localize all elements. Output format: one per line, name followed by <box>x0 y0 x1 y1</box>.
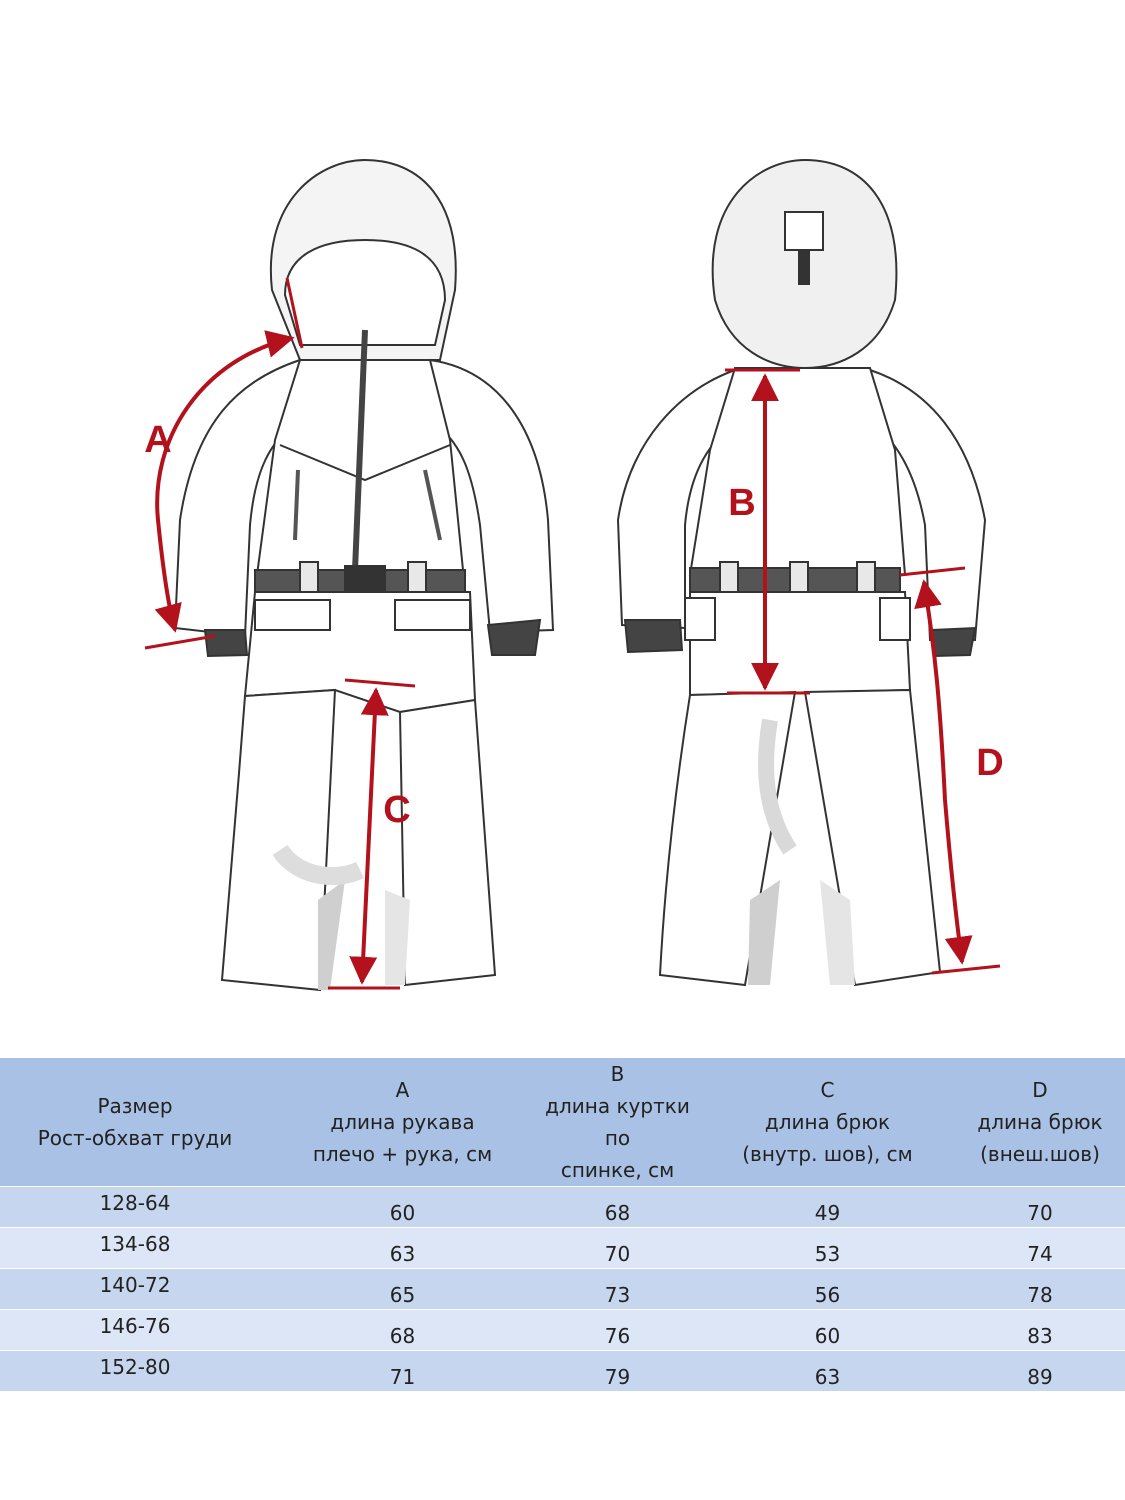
header-d-line1: длина брюк <box>977 1110 1103 1134</box>
cell-a: 71 <box>270 1350 535 1391</box>
table-row: 140-72 65 73 56 78 <box>0 1268 1125 1310</box>
header-c-letter: C <box>820 1078 835 1102</box>
table-row: 152-80 71 79 63 89 <box>0 1350 1125 1391</box>
header-a: A длина рукава плечо + рука, см <box>270 1058 535 1187</box>
header-a-line2: плечо + рука, см <box>312 1142 493 1166</box>
measurement-b <box>725 368 810 695</box>
cell-d: 70 <box>955 1186 1125 1228</box>
cell-b: 73 <box>535 1268 700 1310</box>
cell-size: 140-72 <box>0 1268 270 1310</box>
cell-c: 60 <box>700 1309 955 1351</box>
measurement-c <box>328 678 416 990</box>
cell-d: 83 <box>955 1309 1125 1351</box>
table-row: 134-68 63 70 53 74 <box>0 1227 1125 1269</box>
back-view <box>616 158 987 987</box>
header-size-title: Размер <box>97 1094 173 1118</box>
cell-size: 152-80 <box>0 1350 270 1391</box>
header-c-line2: (внутр. шов), см <box>742 1142 913 1166</box>
header-c: C длина брюк (внутр. шов), см <box>700 1058 955 1187</box>
cell-c: 56 <box>700 1268 955 1310</box>
header-a-letter: A <box>395 1078 410 1102</box>
label-b: B <box>728 482 755 524</box>
cell-c: 49 <box>700 1186 955 1228</box>
header-b-letter: B <box>610 1062 625 1086</box>
cell-c: 63 <box>700 1350 955 1391</box>
measurement-a <box>144 277 304 650</box>
header-size-subtitle: Рост-обхват груди <box>37 1126 233 1150</box>
front-view <box>173 158 555 992</box>
header-b: B длина куртки по спинке, см <box>535 1058 700 1187</box>
cell-d: 89 <box>955 1350 1125 1391</box>
label-c: C <box>383 789 410 831</box>
cell-b: 76 <box>535 1309 700 1351</box>
header-c-line1: длина брюк <box>764 1110 891 1134</box>
measurement-d <box>899 566 1001 975</box>
table-row: 128-64 60 68 49 70 <box>0 1186 1125 1228</box>
cell-a: 65 <box>270 1268 535 1310</box>
cell-a: 63 <box>270 1227 535 1269</box>
label-d: D <box>976 742 1003 784</box>
cell-a: 68 <box>270 1309 535 1351</box>
cell-d: 74 <box>955 1227 1125 1269</box>
cell-b: 79 <box>535 1350 700 1391</box>
header-b-line2: спинке, см <box>560 1158 675 1182</box>
cell-size: 128-64 <box>0 1186 270 1228</box>
label-a: A <box>144 419 171 461</box>
table-header-row: Размер Рост-обхват груди A длина рукава … <box>0 1058 1125 1187</box>
cell-size: 146-76 <box>0 1309 270 1351</box>
cell-c: 53 <box>700 1227 955 1269</box>
cell-b: 70 <box>535 1227 700 1269</box>
header-b-line1: длина куртки по <box>545 1094 690 1150</box>
cell-a: 60 <box>270 1186 535 1228</box>
header-d-line2: (внеш.шов) <box>980 1142 1100 1166</box>
header-d: D длина брюк (внеш.шов) <box>955 1058 1125 1187</box>
garment-diagram: A B C D <box>144 158 1004 992</box>
cell-b: 68 <box>535 1186 700 1228</box>
header-a-line1: длина рукава <box>330 1110 475 1134</box>
header-d-letter: D <box>1032 1078 1048 1102</box>
cell-size: 134-68 <box>0 1227 270 1269</box>
header-size: Размер Рост-обхват груди <box>0 1058 270 1187</box>
size-table: Размер Рост-обхват груди A длина рукава … <box>0 1058 1125 1391</box>
cell-d: 78 <box>955 1268 1125 1310</box>
table-row: 146-76 68 76 60 83 <box>0 1309 1125 1351</box>
